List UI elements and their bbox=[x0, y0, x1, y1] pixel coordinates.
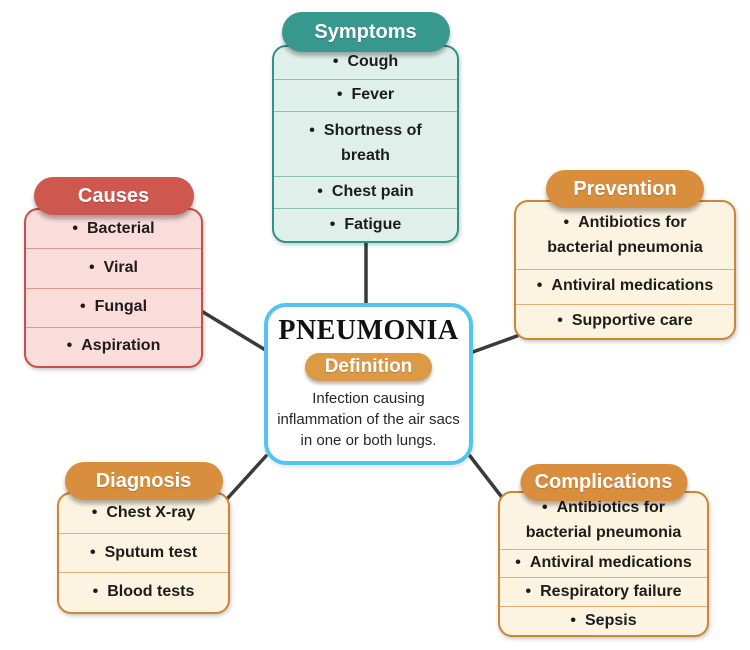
central-title: PNEUMONIA bbox=[278, 315, 459, 346]
list-item: •Fatigue bbox=[274, 208, 457, 241]
list-item: •Blood tests bbox=[59, 572, 228, 612]
bullet-icon: • bbox=[88, 258, 95, 276]
list-item: •Shortness of breath bbox=[274, 111, 457, 175]
list-item: •Aspiration bbox=[26, 326, 201, 366]
bullet-icon: • bbox=[309, 122, 315, 140]
diagnosis-node: Diagnosis •Chest X-ray •Sputum test •Blo… bbox=[57, 462, 230, 614]
list-item: •Sepsis bbox=[500, 606, 707, 635]
central-description: Infection causing inflammation of the ai… bbox=[277, 389, 460, 450]
bullet-icon: • bbox=[536, 277, 543, 295]
complications-list: •Antibiotics for bacterial pneumonia •An… bbox=[498, 491, 709, 637]
connector-diagnosis bbox=[224, 454, 268, 502]
symptoms-header: Symptoms bbox=[281, 12, 450, 52]
list-item: •Bacterial bbox=[72, 219, 155, 237]
bullet-icon: • bbox=[91, 503, 98, 521]
list-item: •Antiviral medications bbox=[500, 548, 707, 578]
prevention-title: Prevention bbox=[573, 177, 677, 200]
symptoms-node: Symptoms •Cough •Fever •Shortness of bre… bbox=[272, 12, 459, 243]
bullet-icon: • bbox=[336, 86, 343, 104]
diagnosis-title: Diagnosis bbox=[95, 469, 192, 492]
diagnosis-list: •Chest X-ray •Sputum test •Blood tests bbox=[57, 492, 230, 614]
bullet-icon: • bbox=[72, 219, 78, 237]
list-item: •Supportive care bbox=[516, 303, 734, 339]
list-item: •Chest pain bbox=[274, 175, 457, 209]
list-item: •Cough bbox=[332, 53, 399, 71]
bullet-icon: • bbox=[332, 53, 339, 71]
bullet-icon: • bbox=[570, 611, 576, 629]
list-item: •Antibiotics for bacterial pneumonia bbox=[525, 499, 682, 541]
list-item: •Fever bbox=[274, 78, 457, 112]
bullet-icon: • bbox=[66, 337, 73, 355]
bullet-icon: • bbox=[89, 543, 96, 561]
list-item: •Respiratory failure bbox=[500, 577, 707, 606]
bullet-icon: • bbox=[317, 183, 323, 201]
symptoms-list: •Cough •Fever •Shortness of breath •Ches… bbox=[272, 45, 459, 243]
list-item: •Antibiotics for bacterial pneumonia bbox=[547, 213, 703, 256]
list-item: •Fungal bbox=[26, 287, 201, 327]
complications-title: Complications bbox=[534, 471, 673, 493]
definition-badge: Definition bbox=[304, 352, 433, 381]
bullet-icon: • bbox=[329, 215, 336, 233]
bullet-icon: • bbox=[557, 311, 563, 329]
complications-node: Complications •Antibiotics for bacterial… bbox=[498, 464, 709, 637]
central-node: PNEUMONIA Definition Infection causing i… bbox=[264, 303, 473, 465]
bullet-icon: • bbox=[515, 554, 521, 572]
bullet-icon: • bbox=[525, 582, 532, 600]
list-item: •Antiviral medications bbox=[516, 269, 734, 304]
complications-header: Complications bbox=[520, 464, 687, 501]
connector-causes bbox=[201, 310, 269, 353]
symptoms-title: Symptoms bbox=[314, 20, 417, 43]
prevention-node: Prevention •Antibiotics for bacterial pn… bbox=[514, 170, 736, 340]
bullet-icon: • bbox=[563, 213, 570, 231]
list-item: •Viral bbox=[26, 248, 201, 287]
connector-prevention bbox=[468, 334, 519, 355]
causes-list: •Bacterial •Viral •Fungal •Aspiration bbox=[24, 208, 203, 368]
prevention-header: Prevention bbox=[546, 170, 704, 208]
prevention-list: •Antibiotics for bacterial pneumonia •An… bbox=[514, 200, 736, 340]
list-item: •Chest X-ray bbox=[91, 503, 196, 521]
bullet-icon: • bbox=[92, 583, 99, 601]
causes-node: Causes •Bacterial •Viral •Fungal •Aspira… bbox=[24, 177, 203, 368]
causes-title: Causes bbox=[77, 184, 150, 207]
diagnosis-header: Diagnosis bbox=[64, 462, 223, 500]
bullet-icon: • bbox=[79, 298, 86, 316]
causes-header: Causes bbox=[33, 177, 194, 215]
list-item: •Sputum test bbox=[59, 532, 228, 573]
connector-complications bbox=[468, 454, 506, 502]
bullet-icon: • bbox=[541, 499, 548, 516]
